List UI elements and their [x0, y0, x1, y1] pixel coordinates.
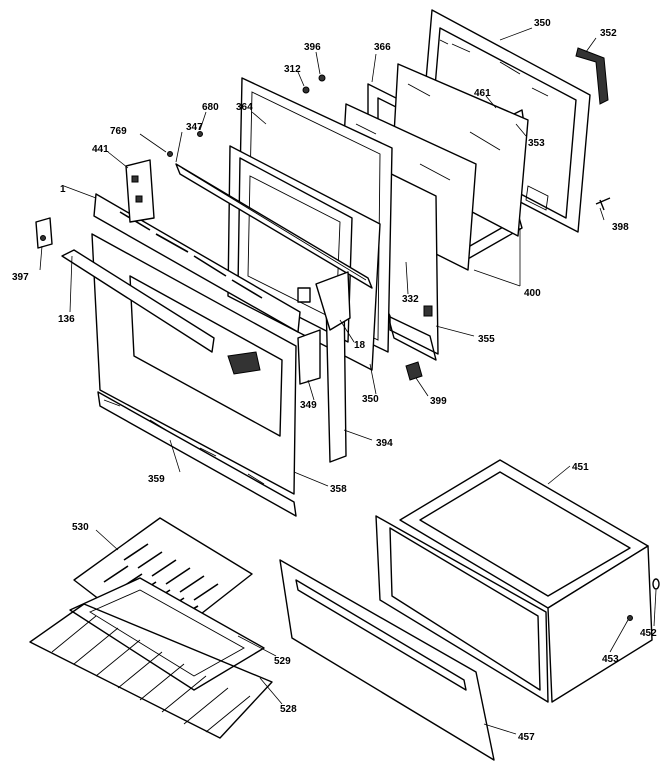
label-529: 529 [274, 656, 291, 667]
label-769: 769 [110, 126, 127, 137]
part-labels: 350 352 396 366 312 680 364 461 347 769 … [12, 18, 657, 743]
trim-plate [297, 329, 321, 385]
screw-453 [627, 615, 633, 621]
screw-398 [595, 197, 611, 211]
label-396: 396 [304, 42, 321, 53]
label-461: 461 [474, 88, 491, 99]
label-394: 394 [376, 438, 393, 449]
label-530: 530 [72, 522, 89, 533]
label-312: 312 [284, 64, 301, 75]
drawer-front-frame [375, 515, 549, 703]
spacer-block [405, 361, 423, 381]
drawer-front-panel [279, 559, 495, 761]
label-358: 358 [330, 484, 347, 495]
screw-396 [318, 74, 326, 82]
label-347: 347 [186, 122, 203, 133]
label-452: 452 [640, 628, 657, 639]
oven-rack [29, 603, 273, 739]
label-364: 364 [236, 102, 253, 113]
label-451: 451 [572, 462, 589, 473]
label-332: 332 [402, 294, 419, 305]
screw-680 [197, 131, 203, 137]
screw-312 [302, 86, 310, 94]
label-355: 355 [478, 334, 495, 345]
screw-769 [167, 151, 173, 157]
label-398: 398 [612, 222, 629, 233]
label-350-top: 350 [534, 18, 551, 29]
label-453: 453 [602, 654, 619, 665]
label-349: 349 [300, 400, 317, 411]
leader-lines [39, 27, 657, 735]
door-emblem [227, 351, 261, 375]
label-528: 528 [280, 704, 297, 715]
clip-397 [35, 217, 53, 249]
door-handle [61, 249, 215, 353]
label-353: 353 [528, 138, 545, 149]
label-1: 1 [60, 184, 66, 195]
label-397: 397 [12, 272, 29, 283]
label-441: 441 [92, 144, 109, 155]
side-bracket-441 [125, 159, 155, 223]
label-399: 399 [430, 396, 447, 407]
label-18: 18 [354, 340, 366, 351]
label-366: 366 [374, 42, 391, 53]
label-352: 352 [600, 28, 617, 39]
drawer-box [399, 459, 653, 703]
label-400: 400 [524, 288, 541, 299]
label-136: 136 [58, 314, 75, 325]
handle-bracket [575, 47, 609, 105]
drawer-glide-452 [652, 578, 660, 590]
support-bracket-18 [315, 271, 351, 331]
door-bottom-trim [97, 391, 297, 517]
hinge-rail [175, 163, 373, 289]
door-block [297, 287, 311, 303]
label-457: 457 [518, 732, 535, 743]
label-680: 680 [202, 102, 219, 113]
label-359: 359 [148, 474, 165, 485]
label-350-lower: 350 [362, 394, 379, 405]
